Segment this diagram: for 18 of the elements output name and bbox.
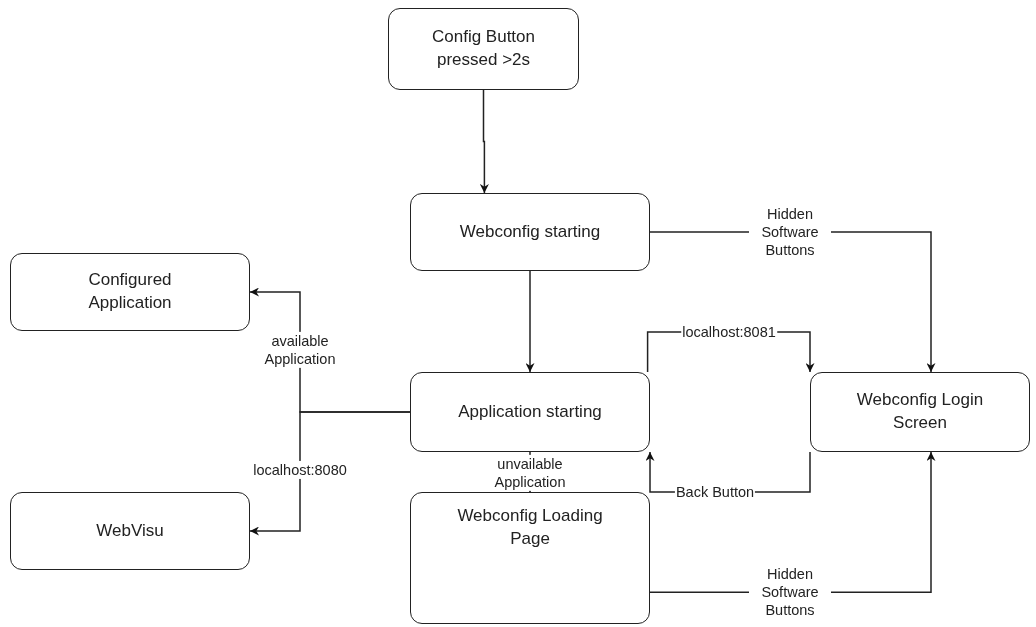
box-text: Configured Application (87, 269, 173, 314)
process-box (410, 372, 650, 452)
arrow (479, 89, 489, 194)
box-text: Application starting (458, 400, 602, 423)
arrow (525, 270, 535, 373)
process-box (10, 253, 250, 331)
process-box (388, 8, 579, 90)
edge-label: localhost:8080 (252, 460, 348, 480)
process-box (10, 492, 250, 570)
box-text: Webconfig Login Screen (855, 389, 985, 434)
box-text: Webconfig starting (459, 220, 601, 243)
process-box (410, 492, 650, 624)
process-box (410, 193, 650, 271)
box-text: Config Button pressed >2s (431, 26, 536, 71)
process-box (810, 372, 1030, 452)
box-text: WebVisu (96, 519, 164, 542)
arrow (249, 411, 411, 536)
box-text: Webconfig Loading Page (456, 505, 604, 550)
